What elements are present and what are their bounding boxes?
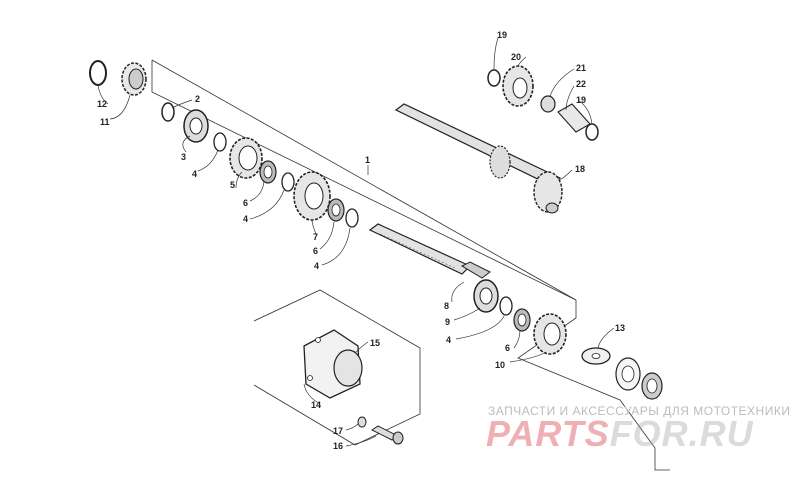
callout-3: 3	[181, 152, 186, 162]
callout-4: 4	[446, 335, 451, 345]
assembly-outline-cover	[253, 289, 421, 446]
callout-14: 14	[311, 400, 321, 410]
callout-1: 1	[365, 155, 370, 165]
assembly-outline-main	[151, 60, 670, 471]
callout-4: 4	[192, 169, 197, 179]
assembly-outline-top	[151, 59, 577, 301]
callout-6: 6	[313, 246, 318, 256]
callout-19: 19	[576, 95, 586, 105]
needle-bearing-part	[259, 160, 277, 184]
callout-22: 22	[576, 79, 586, 89]
shaft-cover-part	[303, 329, 363, 399]
watermark-logo-part-a: PARTS	[486, 413, 610, 454]
callout-6: 6	[243, 198, 248, 208]
gear-10-part	[533, 313, 567, 355]
callout-13: 13	[615, 323, 625, 333]
thrust-washer-hole	[591, 353, 601, 359]
gear-7-part	[293, 171, 331, 221]
small-gear-part	[121, 62, 147, 96]
callout-2: 2	[195, 94, 200, 104]
gear-20-part	[502, 65, 534, 107]
callout-21: 21	[576, 63, 586, 73]
callout-20: 20	[511, 52, 521, 62]
bushing-part	[557, 103, 591, 133]
leader-lines	[97, 37, 615, 447]
watermark-tagline: ЗАПЧАСТИ И АКСЕССУАРЫ ДЛЯ МОТОТЕХНИКИ	[488, 404, 791, 418]
callout-9: 9	[445, 317, 450, 327]
collar-part	[540, 95, 556, 113]
snap-ring-part	[487, 69, 501, 87]
callout-17: 17	[333, 426, 343, 436]
washer-part	[345, 208, 359, 228]
needle-bearing-part	[513, 308, 531, 332]
shift-hub-part	[473, 279, 499, 313]
callout-11: 11	[100, 117, 110, 127]
watermark-logo: PARTSFOR.RU	[486, 413, 796, 455]
callout-15: 15	[370, 338, 380, 348]
callout-8: 8	[444, 301, 449, 311]
callout-6: 6	[505, 343, 510, 353]
ball-bearing-part	[615, 357, 641, 391]
callout-4: 4	[314, 261, 319, 271]
watermark-logo-part-b: FOR.RU	[609, 413, 754, 454]
callout-10: 10	[495, 360, 505, 370]
snap-ring-part	[89, 60, 107, 86]
washer-part	[281, 172, 295, 192]
clip-ring-part	[161, 102, 175, 122]
washer-part	[357, 416, 367, 428]
callout-7: 7	[313, 232, 318, 242]
callout-12: 12	[97, 99, 107, 109]
oil-seal-part	[641, 372, 663, 400]
main-shaft-part	[368, 223, 491, 279]
needle-bearing-part	[327, 198, 345, 222]
snap-ring-part	[585, 123, 599, 141]
counter-shaft-part	[394, 103, 563, 214]
bolt-part	[371, 425, 404, 445]
callout-19: 19	[497, 30, 507, 40]
callout-4: 4	[243, 214, 248, 224]
washer-part	[499, 296, 513, 316]
callout-16: 16	[333, 441, 343, 451]
callout-5: 5	[230, 180, 235, 190]
dog-hub-part	[183, 109, 209, 143]
callout-18: 18	[575, 164, 585, 174]
gear-5-part	[229, 137, 263, 179]
washer-part	[213, 132, 227, 152]
